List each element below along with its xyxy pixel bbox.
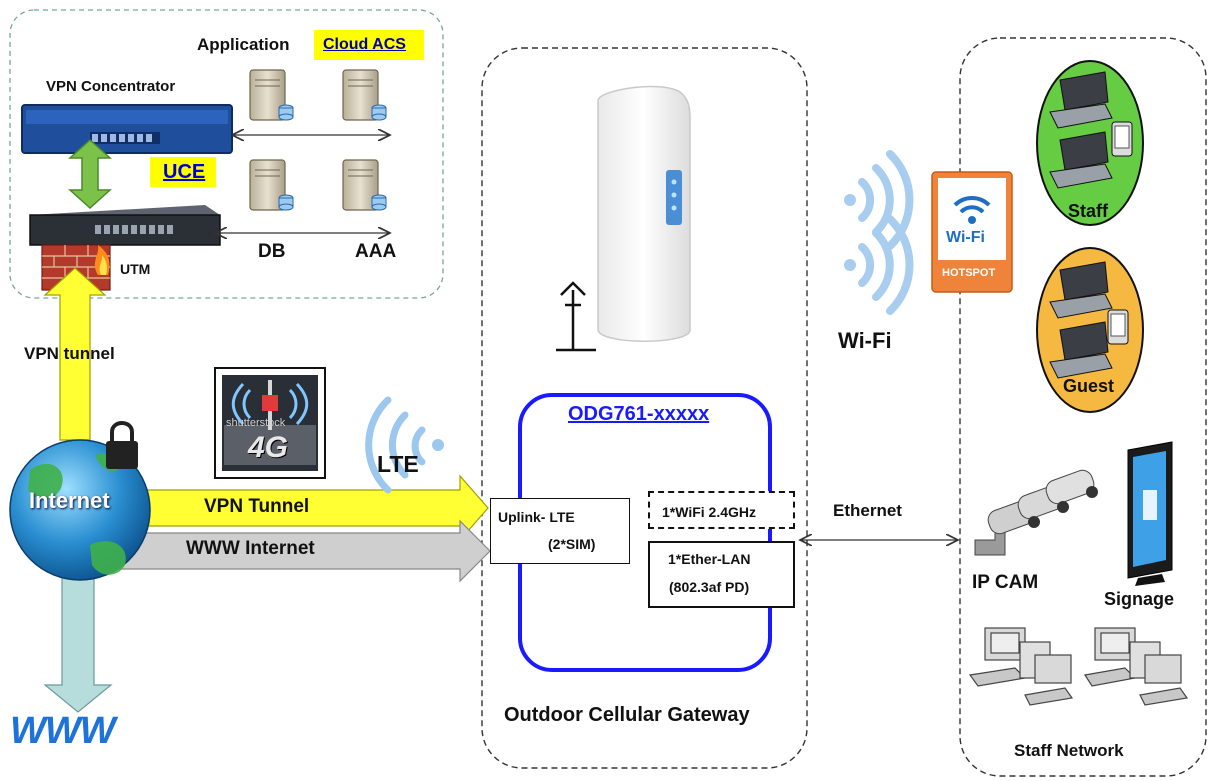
uce-label: UCE — [163, 161, 206, 183]
utm-label: UTM — [120, 261, 151, 277]
ethernet-label: Ethernet — [833, 501, 902, 520]
client-region — [959, 37, 1207, 777]
hotspot-wifi-text: Wi-Fi — [946, 229, 985, 246]
server-icon-app2 — [342, 69, 387, 121]
staff-phone-icon — [1111, 121, 1133, 157]
lte-4g-tower-image — [214, 367, 326, 479]
hq-region — [9, 9, 444, 299]
application-label: Application — [197, 35, 290, 54]
concentrator-utm-double-arrow — [68, 138, 112, 210]
vpn-tunnel-arrow — [119, 474, 489, 542]
vpn-tunnel-arrow-label: VPN Tunnel — [204, 496, 310, 517]
antenna-mast-icon — [556, 281, 596, 352]
guest-label: Guest — [1063, 376, 1115, 396]
ip-cam-label: IP CAM — [972, 572, 1039, 593]
www-logo: WWW — [10, 710, 116, 752]
lte-waves-icon — [365, 396, 444, 494]
wifi-hotspot-sign-icon — [931, 171, 1013, 293]
lte-label: LTE — [377, 451, 419, 477]
wifi-waves-icon — [844, 150, 914, 315]
vpn-tunnel-vertical-label: VPN tunnel — [24, 344, 115, 363]
uce-highlight — [150, 157, 216, 187]
staff-laptop-icon — [1049, 71, 1113, 189]
signage-label: Signage — [1104, 589, 1175, 609]
www-internet-arrow-label: WWW Internet — [186, 538, 315, 559]
wifi-port-label: 1*WiFi 2.4GHz — [662, 504, 757, 520]
vpn-concentrator-icon — [21, 104, 233, 154]
internet-label: Internet — [29, 488, 110, 513]
uplink-sim-label: (2*SIM) — [548, 536, 596, 552]
server-icon-aaa — [342, 159, 387, 211]
hotspot-text: HOTSPOT — [942, 267, 996, 279]
aaa-label: AAA — [355, 241, 397, 262]
fourg-badge: 4G — [248, 431, 289, 464]
cloud-acs-highlight — [314, 30, 424, 60]
staff-network-pcs-icon — [968, 627, 1189, 706]
db-label: DB — [258, 241, 286, 262]
ether-lan-label: 1*Ether-LAN — [668, 551, 751, 567]
utm-device-icon — [29, 205, 221, 246]
ether-lan-box — [648, 541, 795, 608]
staff-label: Staff — [1068, 201, 1108, 221]
uplink-lte-label: Uplink- LTE — [498, 509, 575, 525]
server-icon-app1 — [249, 69, 294, 121]
guest-laptop-icon — [1049, 261, 1113, 379]
gateway-model-label: ODG761-xxxxx — [568, 403, 710, 425]
firewall-icon — [41, 244, 111, 291]
ether-pd-label: (802.3af PD) — [669, 579, 750, 595]
gateway-region — [481, 47, 808, 769]
www-internet-arrow — [119, 519, 491, 583]
padlock-icon — [106, 421, 138, 469]
uplink-lte-box — [490, 498, 630, 564]
staff-network-label: Staff Network — [1014, 741, 1124, 760]
vpn-concentrator-label: VPN Concentrator — [46, 78, 176, 95]
shutterstock-watermark: shutterstock — [226, 417, 286, 429]
ip-cam-icon — [974, 469, 1098, 556]
guest-phone-icon — [1107, 309, 1129, 345]
signage-kiosk-icon — [1127, 441, 1173, 586]
vpn-tunnel-vertical-arrow — [43, 267, 107, 441]
cloud-acs-label: Cloud ACS — [323, 36, 406, 53]
outdoor-gateway-unit-icon — [597, 85, 691, 342]
wifi-port-box — [648, 491, 795, 529]
internet-globe-icon — [9, 439, 151, 581]
server-icon-db — [249, 159, 294, 211]
wifi-label: Wi-Fi — [838, 328, 892, 353]
gateway-caption: Outdoor Cellular Gateway — [504, 704, 750, 726]
